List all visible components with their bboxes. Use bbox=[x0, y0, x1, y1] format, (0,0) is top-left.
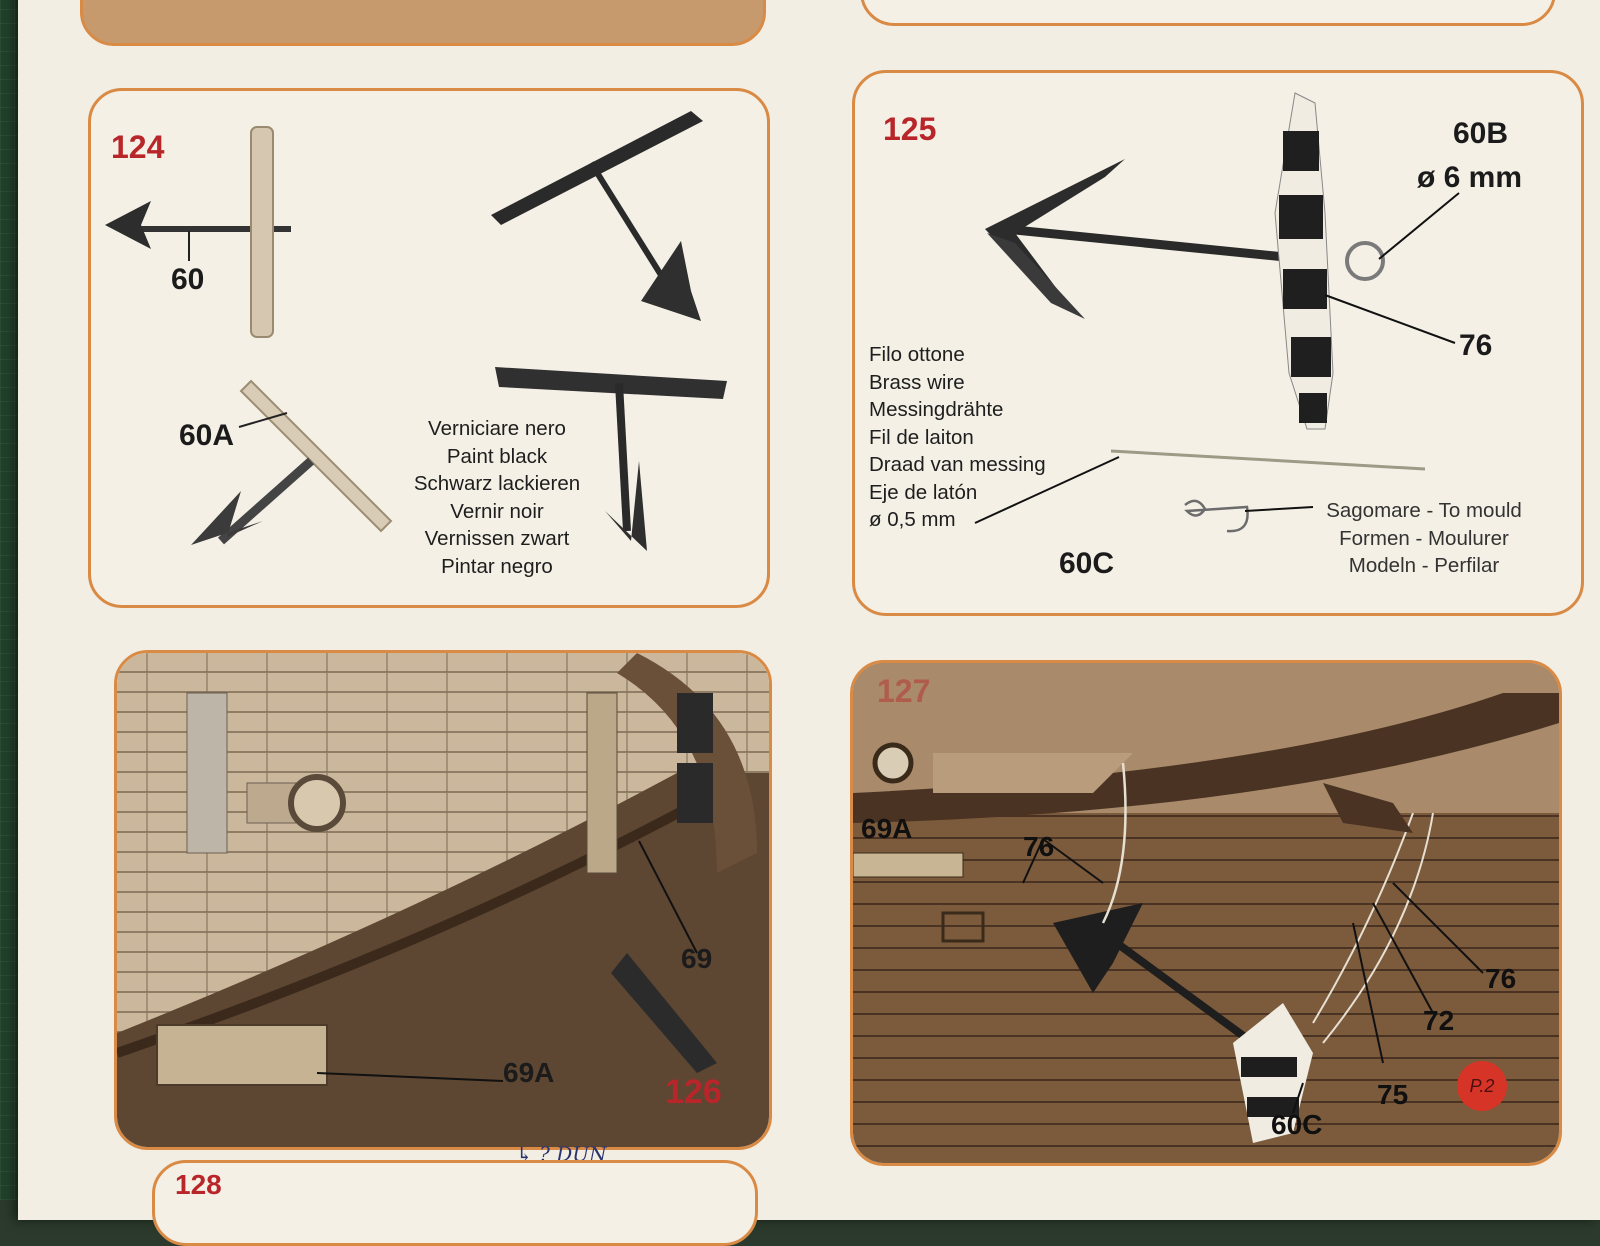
wire-line-de: Messingdrähte bbox=[869, 398, 1004, 421]
step-number: 128 bbox=[175, 1169, 222, 1200]
anchor-part-drawings bbox=[105, 111, 727, 551]
label-part-69a: 69A bbox=[503, 1057, 555, 1088]
label-part-60b: 60B bbox=[1453, 117, 1509, 150]
panel-step-128-partial: 128 bbox=[152, 1160, 758, 1246]
wire-line-nl: Draad van messing bbox=[869, 453, 1046, 476]
mould-line-1: Sagomare - To mould bbox=[1326, 499, 1522, 522]
step-number: 126 bbox=[665, 1073, 722, 1111]
brass-wire bbox=[1110, 449, 1426, 471]
anchor-60a-drawing bbox=[191, 379, 393, 545]
deck-photo-drawing bbox=[117, 653, 769, 1147]
label-part-76-top: 76 bbox=[1023, 831, 1055, 862]
mould-line-2: Formen - Moulurer bbox=[1339, 526, 1509, 550]
label-part-69a: 69A bbox=[861, 813, 913, 844]
label-part-76: 76 bbox=[1459, 329, 1493, 362]
label-part-75: 75 bbox=[1377, 1079, 1409, 1110]
paint-instructions: Verniciare nero Paint black Schwarz lack… bbox=[397, 415, 597, 580]
paint-line-en: Paint black bbox=[446, 444, 548, 468]
mould-instructions: Sagomare - To mould Formen - Moulurer Mo… bbox=[1299, 497, 1549, 580]
paint-line-nl: Vernissen zwart bbox=[424, 527, 570, 550]
step-number: 127 bbox=[877, 673, 931, 709]
wire-line-es: Eje de latón bbox=[869, 480, 978, 504]
panel-step-126: 69 69A 126 bbox=[114, 650, 772, 1150]
wire-line-en: Brass wire bbox=[869, 370, 965, 394]
paint-line-es: Pintar negro bbox=[441, 554, 553, 578]
page-sticker: P.2 bbox=[1457, 1061, 1507, 1111]
mould-line-3: Modeln - Perfilar bbox=[1348, 554, 1500, 577]
anchor-black-top-drawing bbox=[491, 111, 703, 321]
label-part-60b-size: ø 6 mm bbox=[1417, 161, 1523, 194]
panel-partial-top-right bbox=[860, 0, 1556, 26]
anchor-stock-76 bbox=[1274, 92, 1334, 430]
wire-line-it: Filo ottone bbox=[869, 343, 965, 366]
hull-photo-drawing bbox=[853, 663, 1559, 1163]
anchor-assembly-drawing bbox=[974, 92, 1460, 533]
label-part-72: 72 bbox=[1423, 1005, 1455, 1036]
wire-instructions: Filo ottone Brass wire Messingdrähte Fil… bbox=[869, 341, 1046, 534]
anchor-black-bottom-drawing bbox=[495, 367, 727, 551]
paint-line-it: Verniciare nero bbox=[428, 417, 566, 440]
label-part-69: 69 bbox=[681, 943, 713, 974]
hook-60c bbox=[1184, 499, 1249, 533]
panel-step-124: 124 60 60A Verniciare ner bbox=[88, 88, 770, 608]
ring-60b bbox=[1345, 241, 1385, 281]
label-part-60c: 60C bbox=[1271, 1109, 1323, 1140]
wire-line-size: ø 0,5 mm bbox=[869, 508, 956, 531]
label-part-60a: 60A bbox=[179, 419, 235, 452]
panel-step-127: 127 69A 76 76 72 75 60C P.2 bbox=[850, 660, 1562, 1166]
hull-photo-127 bbox=[853, 663, 1559, 1163]
label-part-60: 60 bbox=[171, 263, 205, 296]
page-sticker-text: P.2 bbox=[1469, 1076, 1495, 1096]
label-part-60c: 60C bbox=[1059, 547, 1115, 580]
panel-step-125: 125 60B ø 6 mm 76 Filo ottone Brass wire bbox=[852, 70, 1584, 616]
step-number: 125 bbox=[883, 111, 937, 147]
deck-photo-126 bbox=[117, 653, 769, 1147]
anchor-60-drawing bbox=[105, 126, 291, 338]
wire-line-fr: Fil de laiton bbox=[869, 425, 974, 449]
step-number: 124 bbox=[111, 129, 165, 165]
paint-line-de: Schwarz lackieren bbox=[413, 472, 581, 495]
panel-partial-top-left bbox=[80, 0, 766, 46]
paint-line-fr: Vernir noir bbox=[450, 499, 544, 523]
label-part-76-right: 76 bbox=[1485, 963, 1517, 994]
